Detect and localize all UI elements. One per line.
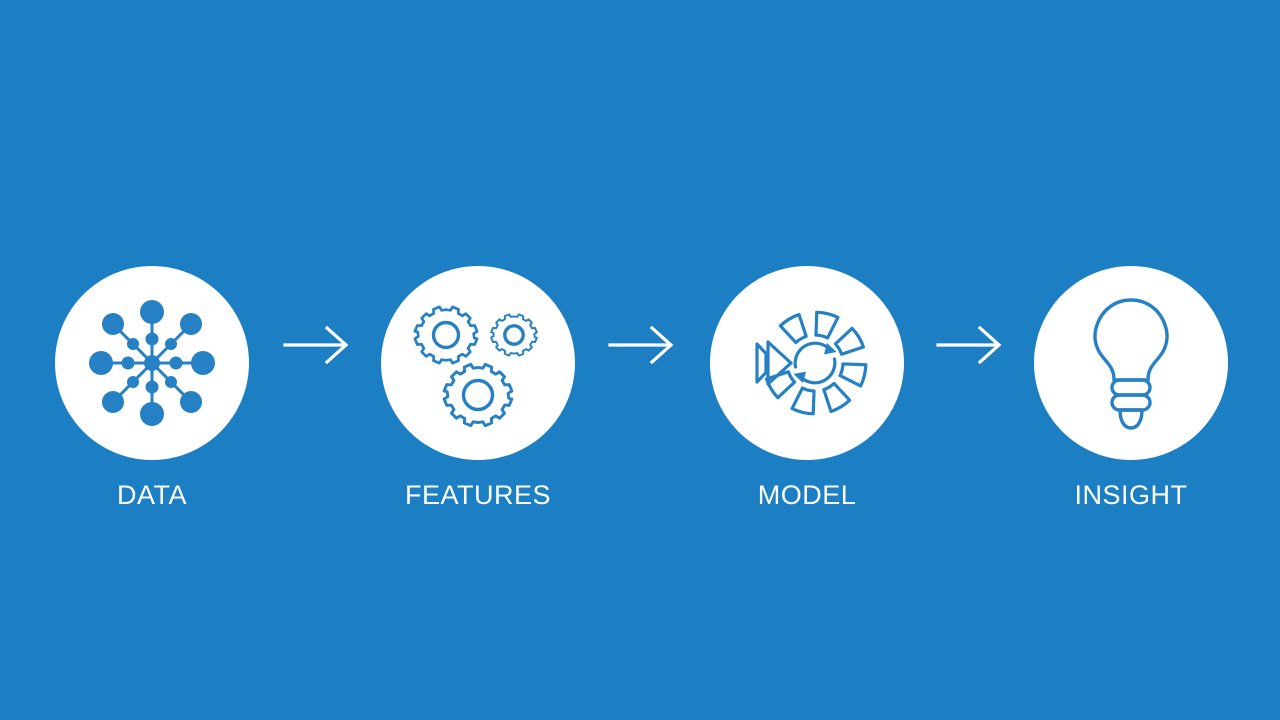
stage-disc [1034, 266, 1228, 460]
connector-arrow-1 [283, 325, 353, 365]
stage-disc [381, 266, 575, 460]
pipeline-stage-insight[interactable]: INSIGHT [1034, 266, 1228, 509]
gears-icon [413, 305, 538, 428]
stage-label-data: DATA [116, 480, 187, 510]
connector-arrow-2 [608, 325, 678, 365]
lightbulb-icon [1093, 298, 1169, 430]
stage-label-features: FEATURES [404, 480, 551, 510]
stage-label-model: MODEL [757, 480, 857, 510]
arrow-right-icon [608, 325, 674, 365]
pipeline-stage-data[interactable]: DATA [55, 266, 249, 509]
connector-arrow-3 [936, 325, 1006, 365]
arrow-right-icon [936, 325, 1002, 365]
stage-disc [55, 266, 249, 460]
pipeline-stage-features[interactable]: FEATURES [381, 266, 575, 509]
pipeline-stage-model[interactable]: MODEL [710, 266, 904, 509]
stage-label-insight: INSIGHT [1074, 480, 1188, 510]
model-cycle-icon [755, 310, 868, 416]
network-nodes-icon [89, 300, 215, 426]
arrow-right-icon [283, 325, 349, 365]
stage-disc [710, 266, 904, 460]
